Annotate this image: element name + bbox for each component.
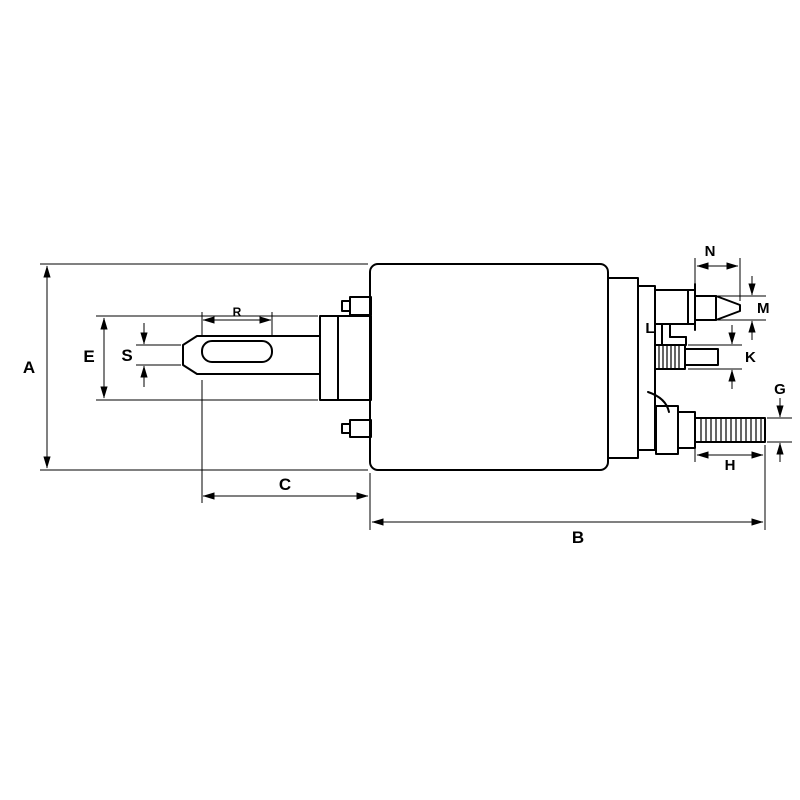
dim-label-h: H	[725, 457, 736, 474]
solenoid-body	[369, 263, 609, 471]
dim-C: C	[201, 380, 371, 530]
dim-label-b: B	[572, 528, 584, 547]
dim-label-s: S	[121, 346, 132, 365]
lower-terminal-stud	[694, 417, 766, 443]
dim-label-m: M	[757, 300, 770, 317]
lower-stud-thread-hatching	[700, 419, 762, 441]
dim-label-l: L	[645, 320, 654, 337]
middle-stud-thread-hatching	[658, 346, 680, 368]
dim-N: N	[694, 243, 741, 301]
dim-E: E	[83, 315, 318, 401]
dim-S: S	[121, 323, 181, 387]
dim-label-c: C	[279, 475, 291, 494]
dim-label-g: G	[774, 381, 786, 398]
dim-A: A	[23, 263, 368, 471]
dim-label-e: E	[83, 347, 94, 366]
dim-label-k: K	[745, 349, 756, 366]
pin-terminal-cone	[694, 295, 741, 321]
middle-terminal-stud	[654, 344, 719, 370]
dim-H: H	[694, 446, 764, 474]
plunger-shaft	[182, 335, 321, 375]
front-tab-bottom	[341, 419, 372, 438]
pin-terminal-bracket	[654, 283, 696, 331]
shaft-slot	[201, 340, 273, 363]
dim-B: B	[371, 445, 766, 547]
front-tab-top	[341, 296, 372, 316]
dim-R: R	[201, 305, 273, 337]
dim-M: M	[718, 276, 770, 340]
dim-L: L	[645, 320, 654, 337]
dim-label-n: N	[705, 243, 716, 260]
lower-stud-nut	[655, 405, 696, 455]
terminal-bracket-l	[661, 323, 687, 346]
dim-label-r: R	[233, 305, 242, 319]
mounting-flange	[319, 315, 372, 401]
dim-label-a: A	[23, 358, 35, 377]
dim-G: G	[767, 381, 792, 462]
dim-K: K	[688, 325, 756, 389]
